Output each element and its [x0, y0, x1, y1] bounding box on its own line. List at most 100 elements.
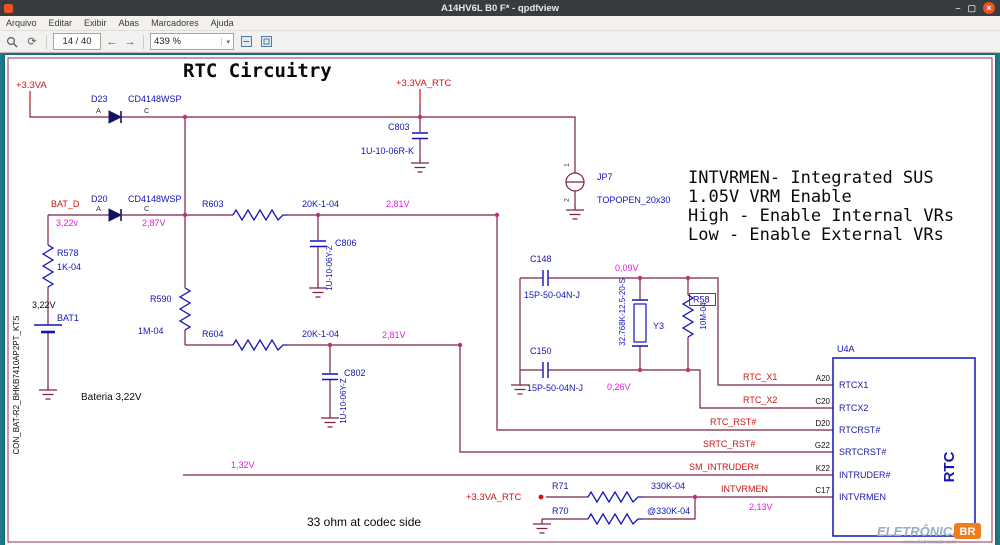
voltage-xtal-in: 0,09V — [615, 263, 639, 273]
voltage-intruder: 1,32V — [231, 460, 255, 470]
zoom-combobox[interactable]: 439 % ▾ — [150, 33, 234, 50]
net-sm-intruder: SM_INTRUDER# — [689, 462, 759, 472]
voltage-diode-out: 2,87V — [142, 218, 166, 228]
u4a-block-name: RTC — [941, 451, 958, 482]
pin-name-rtcx2: RTCX2 — [839, 403, 868, 413]
component-symbols — [34, 110, 976, 537]
r604-value: 20K-1-04 — [302, 329, 339, 339]
sheet-note-line4: Low - Enable External VRs — [688, 225, 944, 245]
c806-ref: C806 — [335, 238, 357, 248]
schematic-canvas[interactable]: RTC Circuitry INTVRMEN- Integrated SUS 1… — [5, 55, 995, 545]
menu-marcadores[interactable]: Marcadores — [151, 18, 199, 28]
y3-ref: Y3 — [653, 321, 664, 331]
page-number-input[interactable]: 14 / 40 — [53, 33, 101, 50]
net-rtc-x1: RTC_X1 — [743, 372, 777, 382]
jp7-ref: JP7 — [597, 172, 613, 182]
sheet-note-line2: 1.05V VRM Enable — [688, 187, 852, 207]
d23-value: CD4148WSP — [128, 94, 182, 104]
c148-value: 15P-50-04N-J — [524, 290, 580, 300]
power-flag-node — [538, 494, 544, 500]
r590-ref: R590 — [150, 294, 172, 304]
jp7-symbol — [565, 172, 585, 192]
refresh-button[interactable]: ⟳ — [27, 36, 37, 48]
bat1-ref: BAT1 — [57, 313, 79, 323]
sheet-note-line1: INTVRMEN- Integrated SUS — [688, 168, 934, 188]
pin-name-intvrmen: INTVRMEN — [839, 492, 886, 502]
c802-symbol — [321, 373, 339, 381]
codec-note: 33 ohm at codec side — [307, 515, 421, 529]
zoom-selection-button[interactable] — [4, 34, 20, 50]
fit-width-icon — [240, 36, 252, 47]
c148-ref: C148 — [530, 254, 552, 264]
toolbar: ⟳ 14 / 40 ← → 439 % ▾ — [0, 31, 1000, 53]
d23-anode-label: A — [96, 106, 101, 115]
u4a-ref: U4A — [837, 344, 855, 354]
voltage-bat: 3,22v — [56, 218, 79, 228]
net-intvrmen: INTVRMEN — [721, 484, 768, 494]
schematic-title: RTC Circuitry — [183, 60, 332, 82]
connector-label: CON_BAT-R2_BHKB7410AP2PT_KTS — [12, 315, 21, 454]
watermark-brand: ELETRÔNICA — [877, 524, 962, 539]
r604-symbol — [232, 339, 289, 351]
net-rtc-x2: RTC_X2 — [743, 395, 777, 405]
r578-symbol — [42, 244, 54, 288]
voltage-r603-out: 2,81V — [386, 199, 410, 209]
watermark-badge-box — [954, 523, 981, 539]
jp7-pin1: 1 — [564, 163, 571, 167]
r578-ref: R578 — [57, 248, 79, 258]
pin-number-d20: D20 — [815, 419, 830, 428]
battery-note: Bateria 3,22V — [81, 392, 142, 403]
r603-ref: R603 — [202, 199, 224, 209]
toolbar-separator — [143, 34, 144, 49]
jp7-pin2: 2 — [564, 198, 571, 202]
u4a-block — [832, 357, 976, 537]
c806-symbol — [309, 240, 327, 248]
next-page-button[interactable]: → — [124, 35, 136, 48]
fit-width-button[interactable] — [238, 34, 254, 50]
bat1-symbol — [34, 324, 62, 334]
document-viewport[interactable]: RTC Circuitry INTVRMEN- Integrated SUS 1… — [0, 53, 1000, 545]
y3-value: 32.768K-12.5-20-S — [618, 278, 627, 346]
d20-diode-symbol — [108, 208, 122, 222]
fit-page-button[interactable] — [258, 34, 274, 50]
menu-editar[interactable]: Editar — [48, 18, 73, 28]
menu-exibir[interactable]: Exibir — [84, 18, 107, 28]
menu-arquivo[interactable]: Arquivo — [6, 18, 37, 28]
pin-number-g22: G22 — [815, 441, 831, 450]
d23-cathode-label: C — [144, 106, 150, 115]
c806-value: 1U-10-06Y-Z — [325, 245, 334, 291]
watermark-url: www.eletronicabr.com — [902, 540, 957, 545]
pin-name-rtcx1: RTCX1 — [839, 380, 868, 390]
r590-value: 1M-04 — [138, 326, 164, 336]
maximize-button[interactable]: ▢ — [967, 2, 976, 13]
sheet-note-line3: High - Enable Internal VRs — [688, 206, 954, 226]
window-title: A14HV6L B0 F* - qpdfview — [440, 2, 560, 14]
r58-value: 10M-04 — [699, 302, 708, 330]
menu-abas[interactable]: Abas — [118, 18, 140, 28]
jp7-value: TOPOPEN_20x30 — [597, 195, 670, 205]
c150-symbol — [542, 361, 549, 379]
c150-ref: C150 — [530, 346, 552, 356]
close-button[interactable]: × — [983, 2, 995, 14]
menu-ajuda[interactable]: Ajuda — [210, 18, 234, 28]
previous-page-button[interactable]: ← — [106, 35, 118, 48]
chevron-down-icon: ▾ — [221, 37, 230, 46]
net-bat-d: BAT_D — [51, 199, 80, 209]
title-bar[interactable]: A14HV6L B0 F* - qpdfview – ▢ × — [0, 0, 1000, 16]
d23-ref: D23 — [91, 94, 108, 104]
fit-page-icon — [260, 36, 272, 47]
pin-number-c20: C20 — [815, 397, 830, 406]
voltage-intvrmen: 2,13V — [749, 502, 773, 512]
pin-name-intruder: INTRUDER# — [839, 470, 891, 480]
r70-ref: R70 — [552, 506, 569, 516]
d20-anode-label: A — [96, 204, 101, 213]
magnifier-icon — [6, 36, 18, 47]
d23-diode-symbol — [108, 110, 122, 124]
net-rtc-rst: RTC_RST# — [710, 417, 756, 427]
minimize-button[interactable]: – — [955, 2, 961, 13]
voltage-xtal-out: 0,26V — [607, 382, 631, 392]
y3-crystal-symbol — [632, 299, 648, 347]
pin-number-a20: A20 — [816, 374, 831, 383]
zoom-value: 439 % — [154, 36, 181, 47]
r58-label-box — [689, 293, 716, 306]
